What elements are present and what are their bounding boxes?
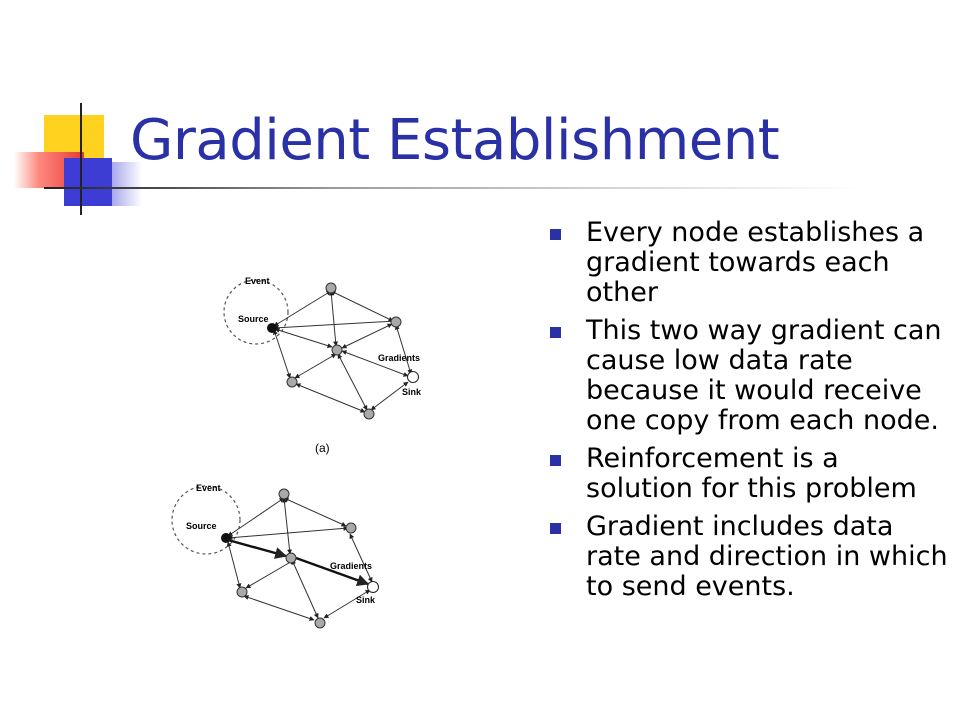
source-node: [267, 323, 277, 333]
square-bullet-icon: [550, 455, 561, 466]
bullet-text: Every node establishes a gradient toward…: [586, 217, 925, 308]
nodes-b: [221, 488, 379, 629]
diagram-a: Event Source Gradients Sink (a): [223, 276, 422, 455]
decor-vertical-line: [80, 103, 82, 215]
square-bullet-icon: [550, 523, 561, 534]
sink-node: [367, 581, 379, 593]
source-node: [221, 533, 231, 543]
node: [278, 488, 290, 500]
bullet-text: Gradient includes data rate and directio…: [586, 511, 948, 602]
bullet-text: This two way gradient can cause low data…: [586, 315, 942, 436]
bullet-item: This two way gradient can cause low data…: [550, 316, 950, 436]
gradients-label-a: Gradients: [378, 353, 420, 363]
node: [236, 586, 248, 598]
bullet-item: Every node establishes a gradient toward…: [550, 218, 950, 308]
bullet-list: Every node establishes a gradient toward…: [550, 218, 950, 610]
title-underline: [44, 187, 864, 189]
gradient-diagram-figure: Event Source Gradients Sink (a): [171, 276, 422, 629]
source-label-b: Source: [186, 521, 217, 531]
bullet-text: Reinforcement is a solution for this pro…: [586, 443, 917, 504]
node: [331, 344, 343, 356]
source-label-a: Source: [238, 314, 269, 324]
gradient-edges-a: [273, 290, 413, 413]
node: [390, 316, 402, 328]
decor-blue-square: [64, 158, 112, 206]
bullet-item: Reinforcement is a solution for this pro…: [550, 444, 950, 504]
event-region-b: [171, 485, 241, 555]
nodes-a: [267, 282, 419, 420]
caption-a: (a): [315, 441, 330, 455]
gradient-edges-b: [226, 497, 373, 621]
node: [345, 522, 357, 534]
bullet-item: Gradient includes data rate and directio…: [550, 512, 950, 602]
node: [314, 617, 326, 629]
diagram-b: Event Source Gradients Sink: [171, 483, 379, 629]
decor-blue-fade: [112, 162, 142, 206]
sink-label-a: Sink: [402, 387, 422, 397]
event-label-a: Event: [245, 276, 270, 286]
gradients-label-b: Gradients: [330, 561, 372, 571]
sink-label-b: Sink: [356, 595, 376, 605]
node: [286, 376, 298, 388]
node: [325, 282, 337, 294]
square-bullet-icon: [550, 229, 561, 240]
event-label-b: Event: [196, 483, 221, 493]
reinforced-path-b: [227, 538, 370, 586]
event-region-a: [223, 279, 289, 345]
sink-node: [407, 371, 419, 383]
node: [363, 408, 375, 420]
square-bullet-icon: [550, 327, 561, 338]
slide-title: Gradient Establishment: [130, 108, 780, 173]
node: [285, 552, 297, 564]
